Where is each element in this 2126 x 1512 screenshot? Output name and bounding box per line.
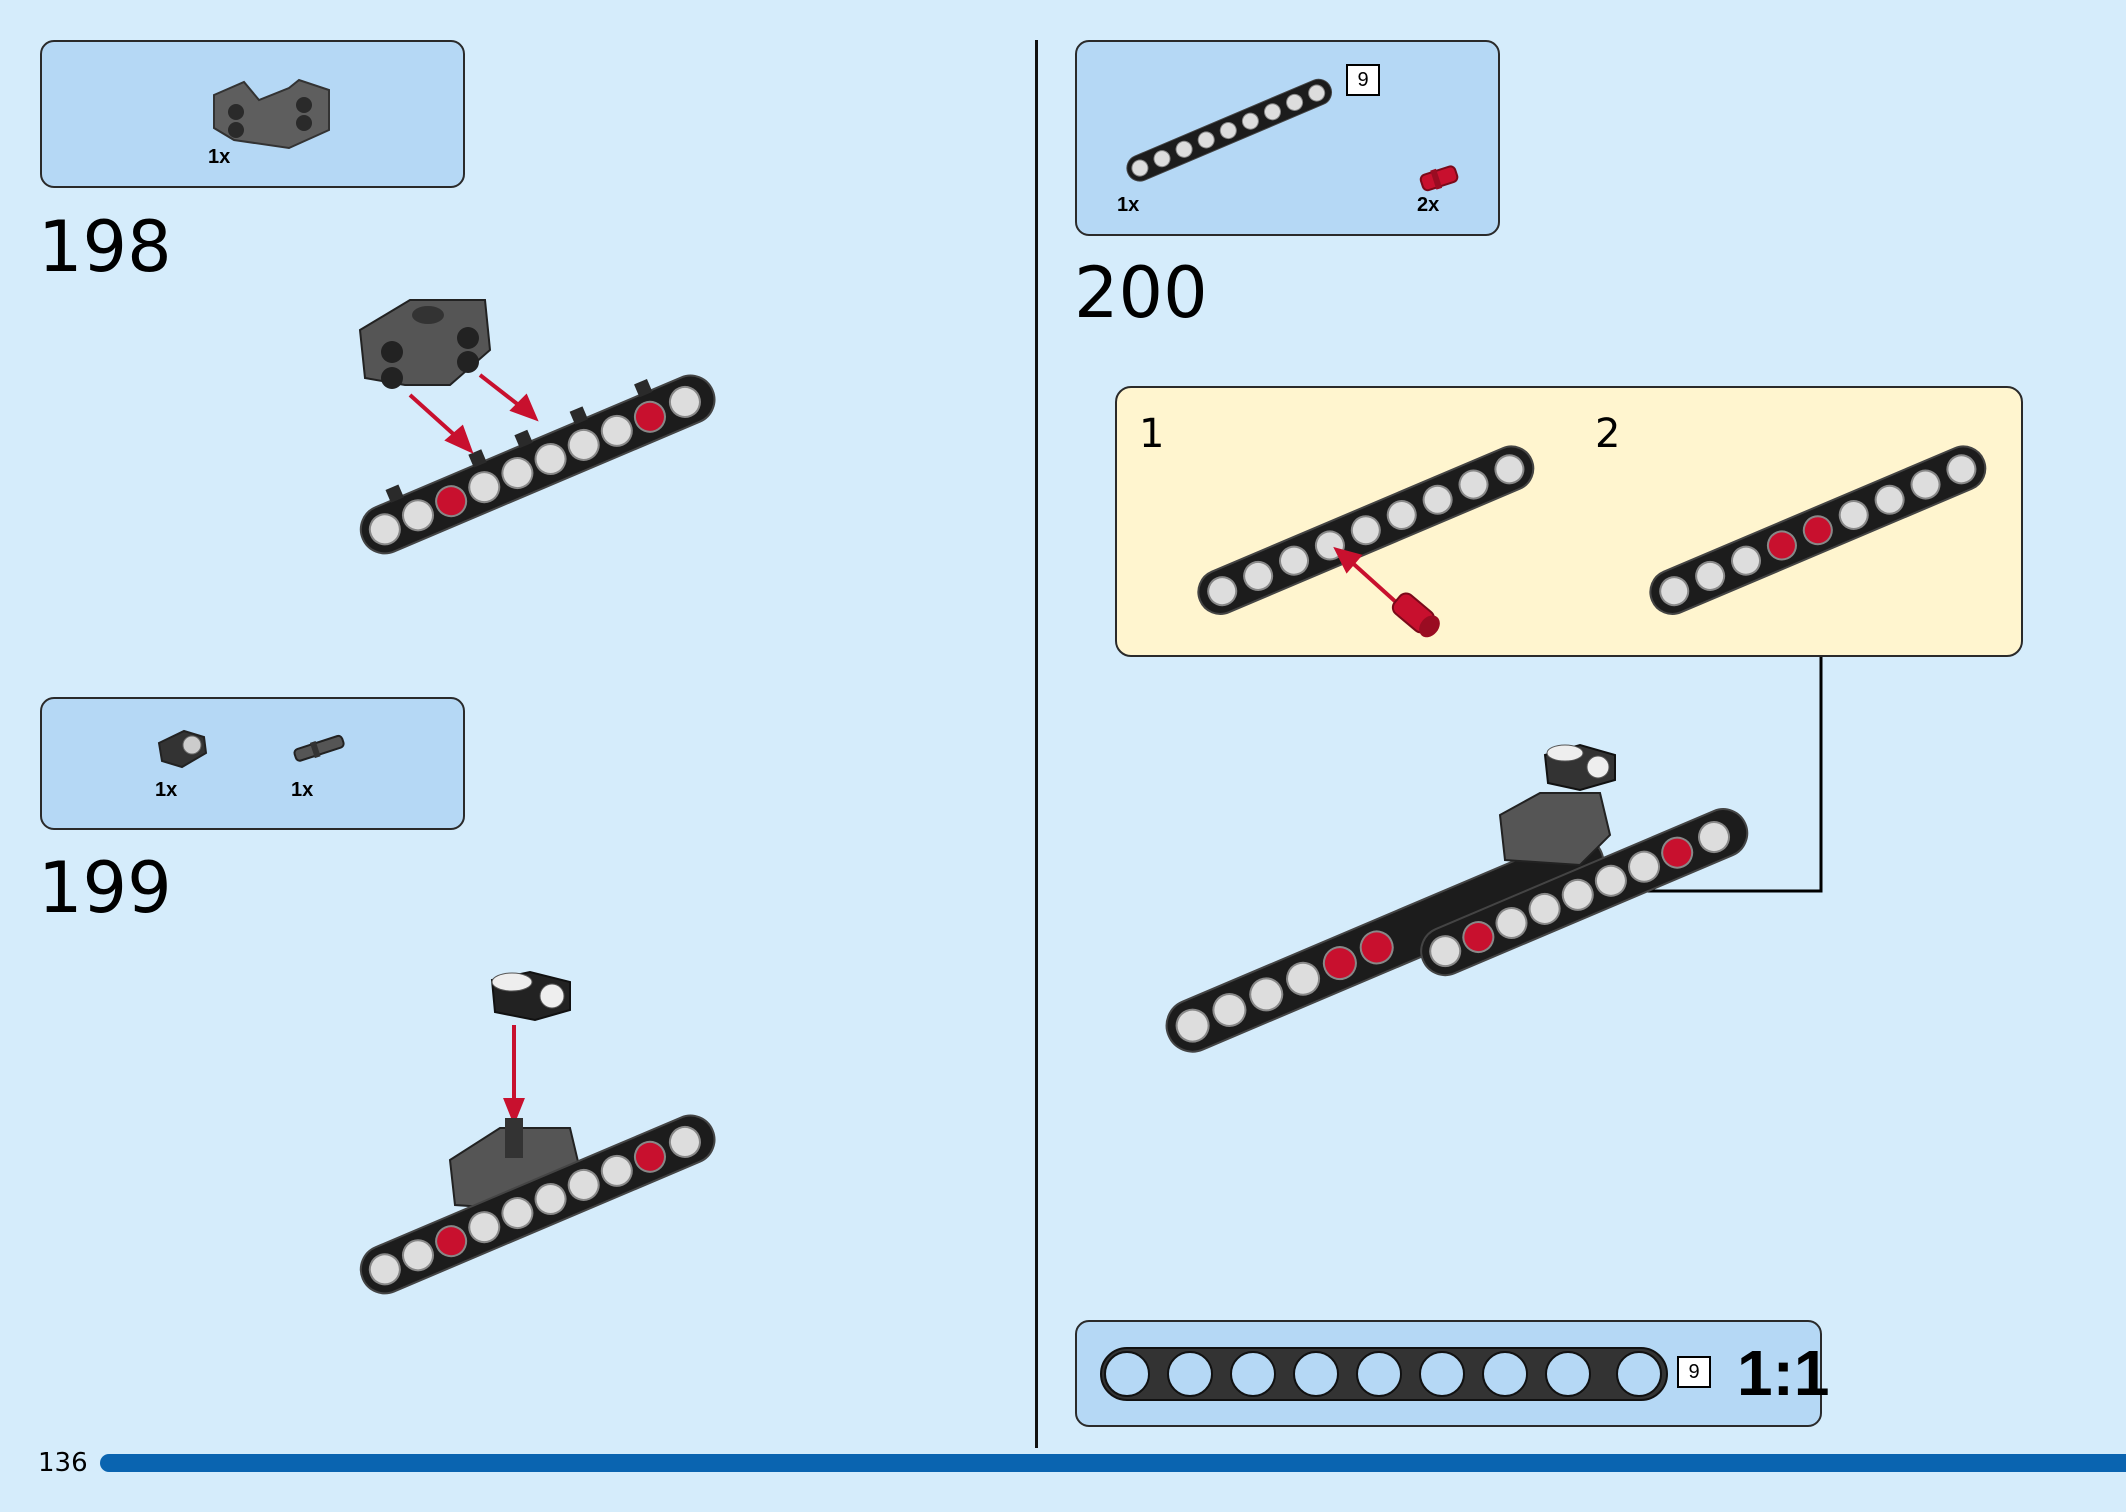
- part-qty: 1x: [291, 779, 314, 801]
- substep-callout: 1 2: [1115, 386, 2023, 657]
- page-number: 136: [38, 1448, 88, 1478]
- substep-2-illustration: [1649, 445, 1987, 615]
- step-199-illustration: [359, 970, 716, 1295]
- scale-ruler: 9 1:1: [1075, 1320, 1830, 1427]
- part-qty: 1x: [208, 146, 231, 168]
- substep-number-2: 2: [1595, 411, 1621, 457]
- parts-callout-200: 9 1x 2x: [1075, 40, 1500, 236]
- part-qty: 1x: [1117, 194, 1140, 216]
- beam-ruler-graphic: [1100, 1347, 1668, 1401]
- parts-callout-198: 1x: [40, 40, 465, 188]
- step-198-illustration: [358, 299, 716, 555]
- red-pin-part-icon: [1419, 165, 1459, 192]
- substep-number-1: 1: [1139, 411, 1165, 457]
- page-divider: [1035, 40, 1038, 1448]
- beam-part-icon: [1126, 78, 1333, 182]
- pin-connector-part-icon: [157, 729, 208, 769]
- step-number-199: 199: [38, 847, 172, 929]
- part-qty: 2x: [1417, 194, 1440, 216]
- step-number-198: 198: [38, 206, 172, 288]
- part-qty: 1x: [155, 779, 178, 801]
- step-200-illustration: [1165, 743, 1749, 1053]
- substep-1-illustration: [1197, 445, 1535, 638]
- axle-pin-part-icon: [293, 734, 345, 762]
- ruler-length-badge: 9: [1677, 1356, 1711, 1388]
- beam-length-badge: 9: [1346, 64, 1380, 96]
- step-number-200: 200: [1074, 252, 1208, 334]
- parts-callout-199: 1x 1x: [40, 697, 465, 830]
- page-progress-bar: [100, 1454, 2126, 1472]
- scale-label: 1:1: [1737, 1337, 1830, 1409]
- connector-block-part-icon: [213, 78, 330, 150]
